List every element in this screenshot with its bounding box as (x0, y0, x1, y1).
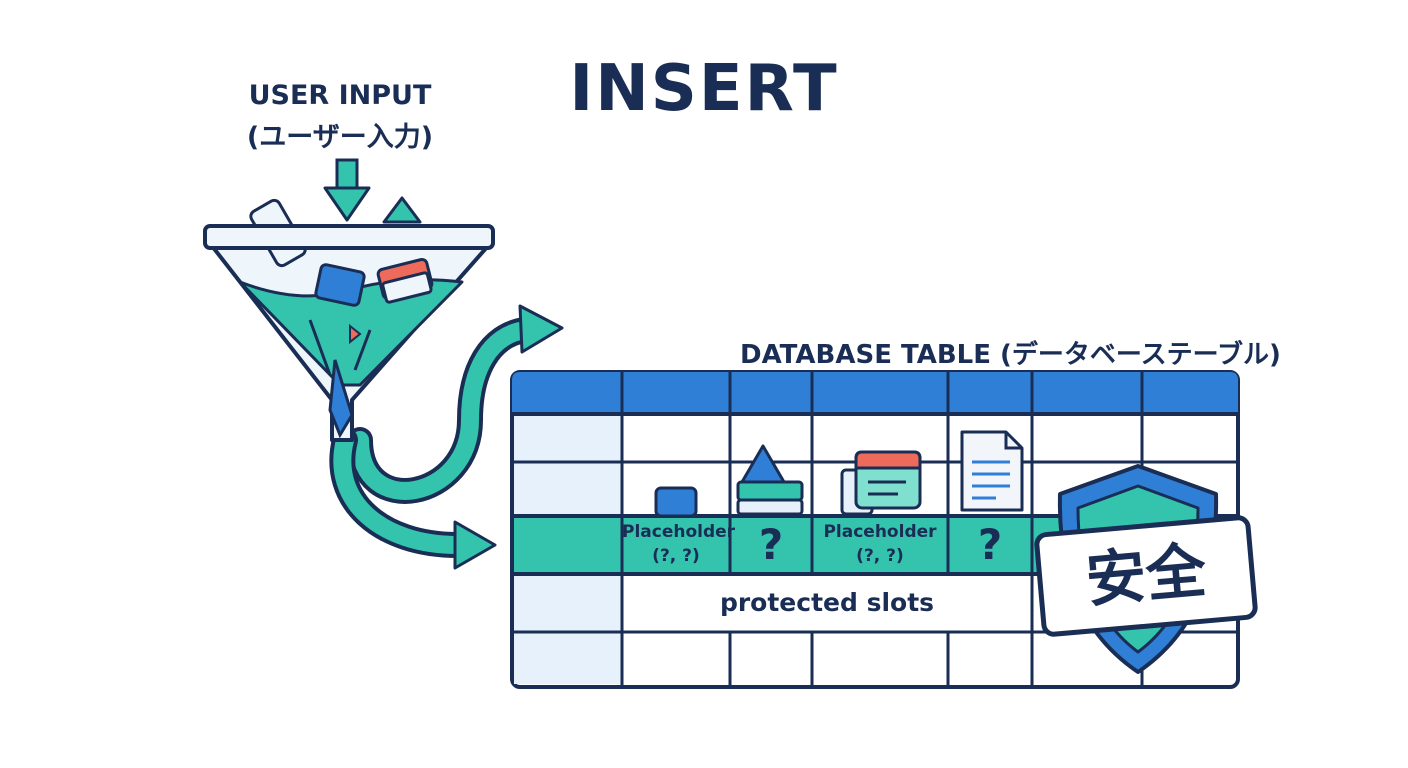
page-title: INSERT (569, 52, 839, 126)
document-icon (960, 430, 1024, 512)
database-table-title: DATABASE TABLE (データベーステーブル) (740, 340, 1281, 370)
user-input-label: USER INPUT (248, 80, 432, 111)
shield-icon (1034, 464, 1258, 674)
funnel-icon (203, 196, 495, 442)
output-arrow-upper (347, 304, 564, 504)
placeholder-params: (?, ?) (856, 546, 904, 566)
blue-block-icon (654, 486, 698, 518)
triangle-stack-icon (736, 444, 804, 516)
safe-badge-label: 安全 (1083, 535, 1209, 617)
output-arrow-lower (329, 427, 497, 570)
placeholder-cell-2: Placeholder (?, ?) (812, 520, 948, 568)
protected-slots-label: protected slots (719, 588, 935, 617)
placeholder-params: (?, ?) (652, 546, 700, 566)
placeholder-cell-1: Placeholder (?, ?) (622, 520, 736, 568)
placeholder-label: Placeholder (622, 522, 736, 542)
question-mark-cell-2: ? (977, 520, 1003, 569)
card-stack-icon (840, 450, 922, 516)
placeholder-label: Placeholder (823, 522, 937, 542)
table-header-row (512, 372, 1238, 414)
input-down-arrow (323, 158, 371, 222)
user-input-label-ja: (ユーザー入力) (246, 122, 434, 153)
question-mark-cell-1: ? (758, 520, 784, 569)
